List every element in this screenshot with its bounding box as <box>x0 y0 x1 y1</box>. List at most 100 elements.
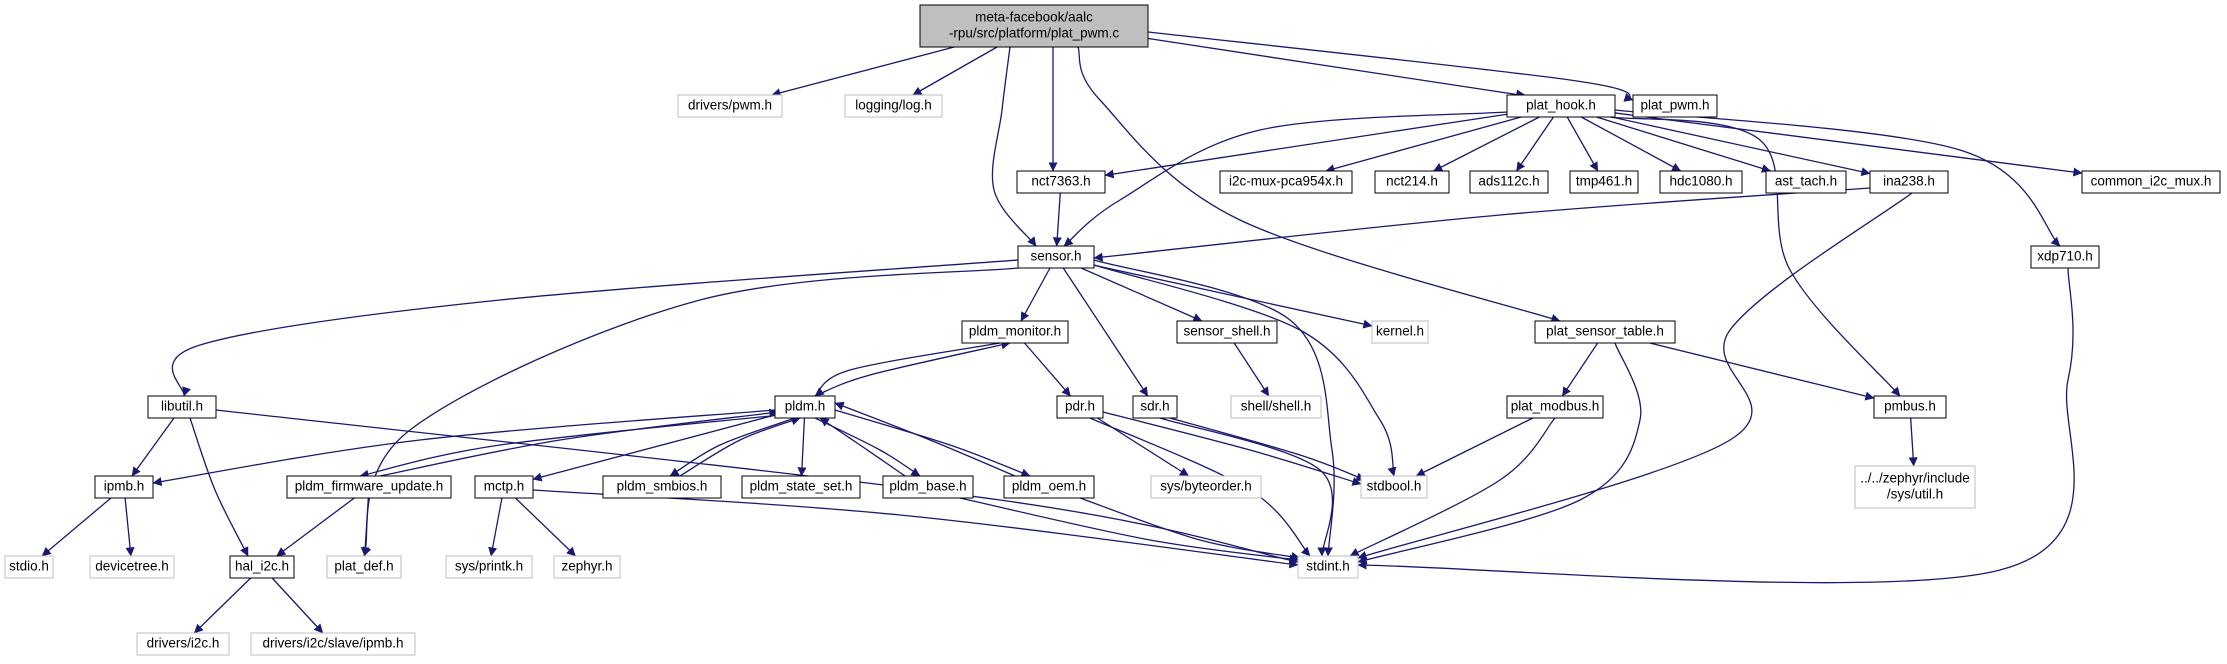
edge-plat_hook-to-i2c_mux <box>1325 116 1522 174</box>
node-label: devicetree.h <box>95 559 169 574</box>
node-label: sensor.h <box>1030 249 1081 264</box>
node-pdr[interactable]: pdr.h <box>1056 395 1104 419</box>
edge-pldm-to-ipmb <box>152 409 776 487</box>
edge-mctp-to-zephyr_h <box>514 497 577 557</box>
node-drivers-pwm: drivers/pwm.h <box>677 94 783 118</box>
node-pmbus[interactable]: pmbus.h <box>1873 395 1947 419</box>
edge-pldm-to-pldm_state_set <box>797 417 807 477</box>
edge-plat_sensor_table-to-plat_modbus <box>1561 342 1599 397</box>
edge-sensor_shell-to-shell_shell <box>1233 342 1270 397</box>
node-label: pdr.h <box>1065 399 1095 414</box>
node-kernel: kernel.h <box>1371 320 1429 344</box>
node-nct214[interactable]: nct214.h <box>1374 170 1450 194</box>
node-stdint: stdint.h <box>1297 555 1359 579</box>
node-label: plat_sensor_table.h <box>1546 324 1664 339</box>
edge-pldm_monitor-to-pldm <box>814 342 1001 397</box>
node-label: plat_pwm.h <box>1640 98 1709 113</box>
node-ast-tach[interactable]: ast_tach.h <box>1765 170 1847 194</box>
node-label: stdint.h <box>1306 559 1350 574</box>
edge-plat_hook-to-ina238 <box>1611 116 1871 177</box>
edge-pldm_base-to-pldm <box>819 417 906 477</box>
node-label: stdio.h <box>9 559 49 574</box>
node-plat-sensor-table[interactable]: plat_sensor_table.h <box>1534 320 1676 344</box>
node-nct7363[interactable]: nct7363.h <box>1016 170 1106 194</box>
node-label: /sys/util.h <box>1887 487 1943 502</box>
edge-sensor-to-plat_def <box>362 267 1019 557</box>
node-i2c-mux[interactable]: i2c-mux-pca954x.h <box>1219 170 1353 194</box>
edge-sdr-to-stdint <box>1159 417 1334 557</box>
node-pldm-fw[interactable]: pldm_firmware_update.h <box>286 475 452 499</box>
edge-plat_hook-to-common_i2c_mux <box>1614 112 2083 177</box>
node-label: shell/shell.h <box>1241 399 1312 414</box>
edge-plat_hook-to-ast_tach <box>1596 116 1771 173</box>
node-label: drivers/i2c.h <box>147 636 220 651</box>
node-plat-hook[interactable]: plat_hook.h <box>1506 94 1616 118</box>
node-label: pldm_base.h <box>889 479 966 494</box>
edge-root-to-plat_pwm_h <box>1147 31 1634 102</box>
node-pldm[interactable]: pldm.h <box>774 395 836 419</box>
node-plat-modbus[interactable]: plat_modbus.h <box>1506 395 1604 419</box>
edge-pldm_smbios-to-pldm <box>679 416 801 477</box>
node-label: libutil.h <box>161 399 203 414</box>
node-common-i2c-mux[interactable]: common_i2c_mux.h <box>2081 170 2221 194</box>
node-hdc1080[interactable]: hdc1080.h <box>1659 170 1743 194</box>
edge-mctp-to-stdint <box>532 489 1299 569</box>
node-ipmb[interactable]: ipmb.h <box>94 475 154 499</box>
node-ina238[interactable]: ina238.h <box>1869 170 1949 194</box>
node-sensor-shell[interactable]: sensor_shell.h <box>1176 320 1278 344</box>
node-pldm-monitor[interactable]: pldm_monitor.h <box>961 320 1069 344</box>
node-pldm-smbios[interactable]: pldm_smbios.h <box>602 475 722 499</box>
node-sys-byteorder: sys/byteorder.h <box>1150 475 1262 499</box>
node-libutil[interactable]: libutil.h <box>147 395 217 419</box>
node-ads112c[interactable]: ads112c.h <box>1469 170 1549 194</box>
edge-pldm-to-pldm_monitor <box>814 340 1011 397</box>
node-xdp710[interactable]: xdp710.h <box>2030 245 2100 269</box>
edge-plat_modbus-to-stdbool <box>1415 417 1534 477</box>
node-pldm-oem[interactable]: pldm_oem.h <box>1003 475 1095 499</box>
edge-plat_hook-to-ads112c <box>1515 116 1555 172</box>
edge-pldm_oem-to-stdint <box>1079 497 1301 561</box>
node-mctp[interactable]: mctp.h <box>474 475 534 499</box>
node-sensor[interactable]: sensor.h <box>1017 245 1095 269</box>
edge-pldm_fw-to-pldm <box>379 408 779 477</box>
edge-pdr-to-stdbool <box>1102 411 1362 486</box>
node-label: common_i2c_mux.h <box>2091 174 2212 189</box>
node-pldm-base[interactable]: pldm_base.h <box>882 475 974 499</box>
node-root[interactable]: meta-facebook/aalc-rpu/src/platform/plat… <box>919 4 1149 48</box>
node-label: pldm.h <box>785 399 826 414</box>
node-label: nct7363.h <box>1031 174 1090 189</box>
node-hal-i2c[interactable]: hal_i2c.h <box>229 555 295 579</box>
node-plat-pwm-h[interactable]: plat_pwm.h <box>1632 94 1718 118</box>
edge-sensor-to-stdint <box>1093 259 1335 557</box>
node-tmp461[interactable]: tmp461.h <box>1569 170 1639 194</box>
edge-plat_sensor_table-to-stdint <box>1357 342 1642 565</box>
node-pldm-state-set[interactable]: pldm_state_set.h <box>741 475 861 499</box>
edge-plat_hook-to-nct7363 <box>1104 113 1508 179</box>
node-logging-log: logging/log.h <box>844 94 943 118</box>
edge-plat_hook-to-hdc1080 <box>1580 116 1682 172</box>
node-label: sdr.h <box>1140 399 1169 414</box>
edge-pldm_fw-to-plat_def <box>360 497 370 557</box>
node-label: tmp461.h <box>1576 174 1632 189</box>
edge-ina238-to-sensor <box>1093 187 1871 262</box>
node-plat-def: plat_def.h <box>326 555 402 579</box>
edge-plat_hook-to-nct214 <box>1433 116 1540 172</box>
node-label: ina238.h <box>1883 174 1935 189</box>
node-label: meta-facebook/aalc <box>975 10 1093 25</box>
edge-ina238-to-stdint <box>1357 192 1913 560</box>
edge-sensor-to-pldm_monitor <box>1020 267 1051 322</box>
node-sdr[interactable]: sdr.h <box>1132 395 1178 419</box>
node-label: ../../zephyr/include <box>1860 471 1970 486</box>
edge-pldm-to-mctp <box>532 414 776 482</box>
edge-plat_sensor_table-to-pmbus <box>1649 342 1875 401</box>
edge-xdp710-to-stdint <box>1357 267 2075 584</box>
node-label: nct214.h <box>1386 174 1438 189</box>
node-label: sys/printk.h <box>455 559 523 574</box>
node-stdio: stdio.h <box>4 555 54 579</box>
node-label: ast_tach.h <box>1775 174 1837 189</box>
edge-hal_i2c-to-drivers_i2c_slave_ipmb <box>271 577 324 634</box>
edge-mctp-to-sys_printk <box>488 497 503 557</box>
edge-plat_hook-to-pmbus <box>1609 116 1901 397</box>
node-label: drivers/pwm.h <box>688 98 772 113</box>
